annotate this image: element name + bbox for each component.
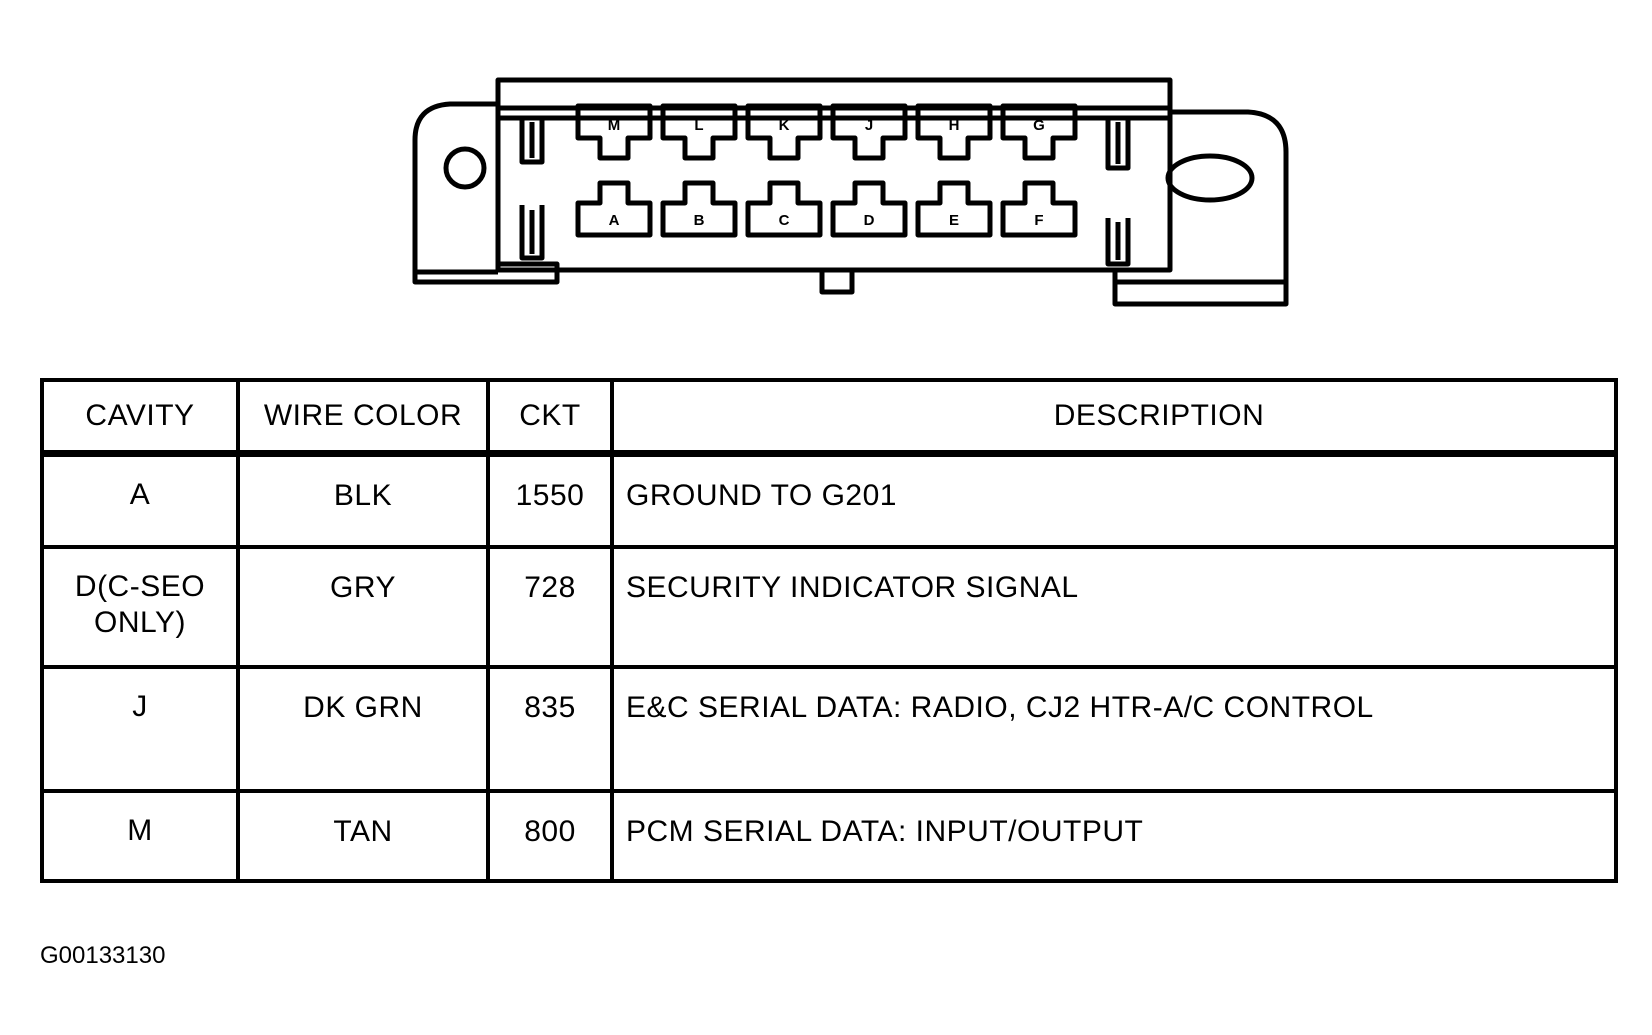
bottom-pin-row: A B C D E F xyxy=(575,180,1078,238)
pin-label: C xyxy=(779,212,790,229)
pin-label: H xyxy=(949,117,960,134)
table-header-row: CAVITY WIRE COLOR CKT DESCRIPTION xyxy=(40,378,1618,457)
header-cavity: CAVITY xyxy=(40,378,240,457)
table-row: J DK GRN 835 E&C SERIAL DATA: RADIO, CJ2… xyxy=(40,665,1618,794)
pin-label: B xyxy=(694,212,705,229)
pin-label: A xyxy=(609,212,620,229)
ckt-cell: 835 xyxy=(486,665,614,794)
pin-cavity-e: E xyxy=(915,180,993,238)
pin-cavity-k: K xyxy=(745,103,823,161)
pin-label: E xyxy=(949,212,959,229)
connector-bottom-tab xyxy=(819,270,855,295)
wire-color-cell: TAN xyxy=(236,789,490,883)
wire-color-cell: DK GRN xyxy=(236,665,490,794)
pin-label: L xyxy=(694,117,703,134)
pin-label: G xyxy=(1033,117,1045,134)
cavity-cell: D(C-SEO ONLY) xyxy=(40,545,240,670)
pin-label: D xyxy=(864,212,875,229)
pin-label: J xyxy=(865,117,873,134)
header-ckt: CKT xyxy=(486,378,614,457)
pin-cavity-c: C xyxy=(745,180,823,238)
pin-label: M xyxy=(608,117,621,134)
pin-label: K xyxy=(779,117,790,134)
table-row: M TAN 800 PCM SERIAL DATA: INPUT/OUTPUT xyxy=(40,789,1618,883)
pin-cavity-b: B xyxy=(660,180,738,238)
pin-cavity-a: A xyxy=(575,180,653,238)
description-cell: GROUND TO G201 xyxy=(610,451,1618,550)
header-description: DESCRIPTION xyxy=(610,378,1618,457)
connector-left-ear xyxy=(412,101,560,285)
cavity-cell: M xyxy=(40,789,240,883)
cavity-cell: A xyxy=(40,451,240,550)
right-mounting-slot-icon xyxy=(1165,153,1255,203)
pinout-table: CAVITY WIRE COLOR CKT DESCRIPTION A BLK … xyxy=(40,378,1618,883)
table-row: D(C-SEO ONLY) GRY 728 SECURITY INDICATOR… xyxy=(40,545,1618,670)
pin-cavity-m: M xyxy=(575,103,653,161)
pin-label: F xyxy=(1034,212,1043,229)
pin-cavity-l: L xyxy=(660,103,738,161)
wire-color-cell: GRY xyxy=(236,545,490,670)
connector-top-ridge xyxy=(495,77,1173,118)
pin-cavity-j: J xyxy=(830,103,908,161)
pin-cavity-d: D xyxy=(830,180,908,238)
description-cell: PCM SERIAL DATA: INPUT/OUTPUT xyxy=(610,789,1618,883)
header-wire-color: WIRE COLOR xyxy=(236,378,490,457)
wire-color-cell: BLK xyxy=(236,451,490,550)
ckt-cell: 1550 xyxy=(486,451,614,550)
pin-cavity-h: H xyxy=(915,103,993,161)
cavity-cell: J xyxy=(40,665,240,794)
description-cell: SECURITY INDICATOR SIGNAL xyxy=(610,545,1618,670)
pin-cavity-f: F xyxy=(1000,180,1078,238)
ckt-cell: 728 xyxy=(486,545,614,670)
pin-cavity-g: G xyxy=(1000,103,1078,161)
ckt-cell: 800 xyxy=(486,789,614,883)
table-row: A BLK 1550 GROUND TO G201 xyxy=(40,451,1618,550)
connector-right-ear xyxy=(1112,109,1289,307)
figure-code: G00133130 xyxy=(40,942,166,969)
left-mounting-hole-icon xyxy=(443,146,487,190)
connector-diagram: M L K J H G A B C D E F xyxy=(412,77,1289,307)
description-cell: E&C SERIAL DATA: RADIO, CJ2 HTR-A/C CONT… xyxy=(610,665,1618,794)
